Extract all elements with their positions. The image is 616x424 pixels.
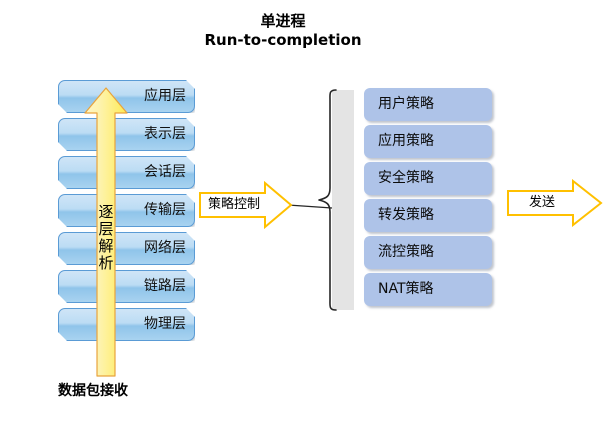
osi-layer-box-presentation[interactable]: 表示层	[58, 118, 195, 151]
arrow-brace-connector	[287, 196, 334, 209]
title-line-en: Run-to-completion	[204, 30, 362, 49]
up-arrow-char-2: 层	[98, 220, 114, 238]
page-title: 单进程 Run-to-completion	[168, 12, 398, 50]
osi-box-shape	[58, 80, 195, 113]
osi-layer-box-session[interactable]: 会话层	[58, 156, 195, 189]
osi-box-shape	[58, 308, 195, 341]
osi-layer-box-physical[interactable]: 物理层	[58, 308, 195, 341]
up-arrow-vertical-text: 逐 层 解 析	[82, 204, 130, 272]
osi-layer-label: 应用层	[144, 88, 186, 104]
up-arrow-char-1: 逐	[98, 203, 114, 221]
osi-layer-box-application[interactable]: 应用层	[58, 80, 195, 113]
policy-list: 用户策略 应用策略 安全策略 转发策略 流控策略 NAT策略	[364, 88, 496, 312]
policy-box-security[interactable]: 安全策略	[364, 162, 492, 195]
title-line-cn: 单进程	[260, 12, 306, 30]
policy-label: NAT策略	[378, 281, 434, 297]
osi-box-shape	[58, 232, 195, 265]
osi-layer-label: 链路层	[144, 278, 186, 294]
policy-box-application[interactable]: 应用策略	[364, 125, 492, 158]
policy-label: 安全策略	[378, 170, 434, 186]
osi-layer-label: 物理层	[144, 316, 186, 332]
up-arrow-char-3: 解	[98, 237, 114, 255]
osi-layer-label: 网络层	[144, 240, 186, 256]
layer-parsing-up-arrow: 逐 层 解 析	[82, 86, 130, 378]
osi-box-shape	[58, 270, 195, 303]
policy-label: 转发策略	[378, 207, 434, 223]
osi-box-shape	[58, 194, 195, 227]
policy-box-forwarding[interactable]: 转发策略	[364, 199, 492, 232]
osi-layer-label: 表示层	[144, 126, 186, 142]
policy-box-flow-control[interactable]: 流控策略	[364, 236, 492, 269]
policy-label: 用户策略	[378, 96, 434, 112]
policy-label: 流控策略	[378, 244, 434, 260]
policy-group-background-band	[332, 90, 354, 310]
osi-layer-label: 传输层	[144, 202, 186, 218]
policy-control-arrow[interactable]: 策略控制	[199, 181, 293, 229]
up-arrow-char-4: 析	[98, 254, 114, 272]
osi-box-shape	[58, 118, 195, 151]
policy-label: 应用策略	[378, 133, 434, 149]
policy-control-arrow-label: 策略控制	[207, 197, 260, 212]
osi-box-shape	[58, 156, 195, 189]
osi-layer-box-datalink[interactable]: 链路层	[58, 270, 195, 303]
packet-receive-label: 数据包接收	[58, 383, 128, 399]
osi-layer-box-network[interactable]: 网络层	[58, 232, 195, 265]
send-arrow-label: 发送	[528, 195, 555, 210]
osi-layer-label: 会话层	[144, 164, 186, 180]
policy-box-nat[interactable]: NAT策略	[364, 273, 492, 306]
policy-box-user[interactable]: 用户策略	[364, 88, 492, 121]
policy-group-brace	[316, 88, 338, 312]
osi-layer-stack: 应用层 表示层 会话层 传输层 网络层 链路层 物理层	[58, 80, 198, 344]
osi-layer-box-transport[interactable]: 传输层	[58, 194, 195, 227]
send-arrow[interactable]: 发送	[507, 179, 603, 227]
